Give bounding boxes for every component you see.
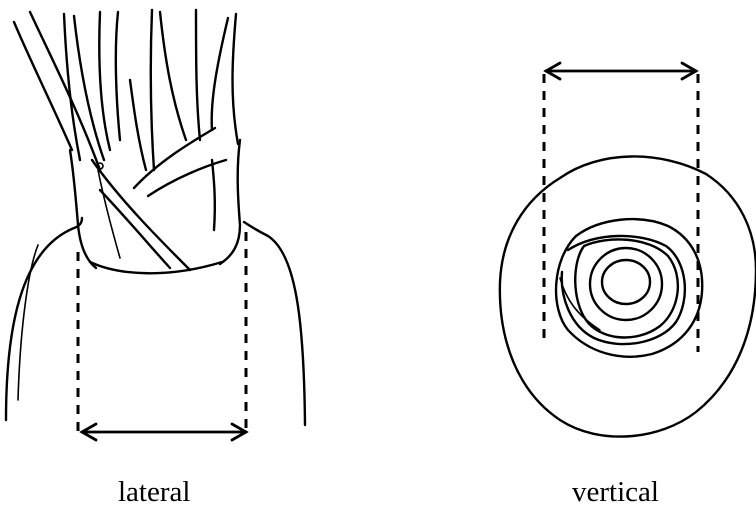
lateral-blade-10 <box>233 14 239 144</box>
lateral-collar-right-edge <box>220 140 240 264</box>
lateral-fold-3 <box>134 128 215 188</box>
lateral-fold-1 <box>92 160 190 270</box>
lateral-blade-9 <box>196 10 200 140</box>
lateral-blade-6 <box>116 12 120 140</box>
lateral-blade-12 <box>130 80 146 170</box>
vertical-core-inner <box>602 260 650 304</box>
lateral-blade-8 <box>160 12 186 140</box>
lateral-blade-7 <box>151 10 154 170</box>
lateral-fold-2 <box>100 190 170 268</box>
lateral-fold-5 <box>212 160 215 230</box>
lateral-blade-5 <box>99 12 110 150</box>
lateral-collar-bottom <box>90 262 222 273</box>
lateral-base-outline <box>6 218 82 420</box>
vertical-view <box>500 63 756 437</box>
lateral-view <box>6 10 305 440</box>
lateral-base-outline-right <box>244 222 305 425</box>
vertical-outer-outline <box>500 156 756 436</box>
lateral-shoulder-inner-left <box>18 245 38 400</box>
caption-lateral: lateral <box>118 478 190 507</box>
caption-vertical: vertical <box>572 478 659 507</box>
lateral-blade-11 <box>212 18 228 130</box>
lateral-collar-left-edge <box>70 150 96 268</box>
